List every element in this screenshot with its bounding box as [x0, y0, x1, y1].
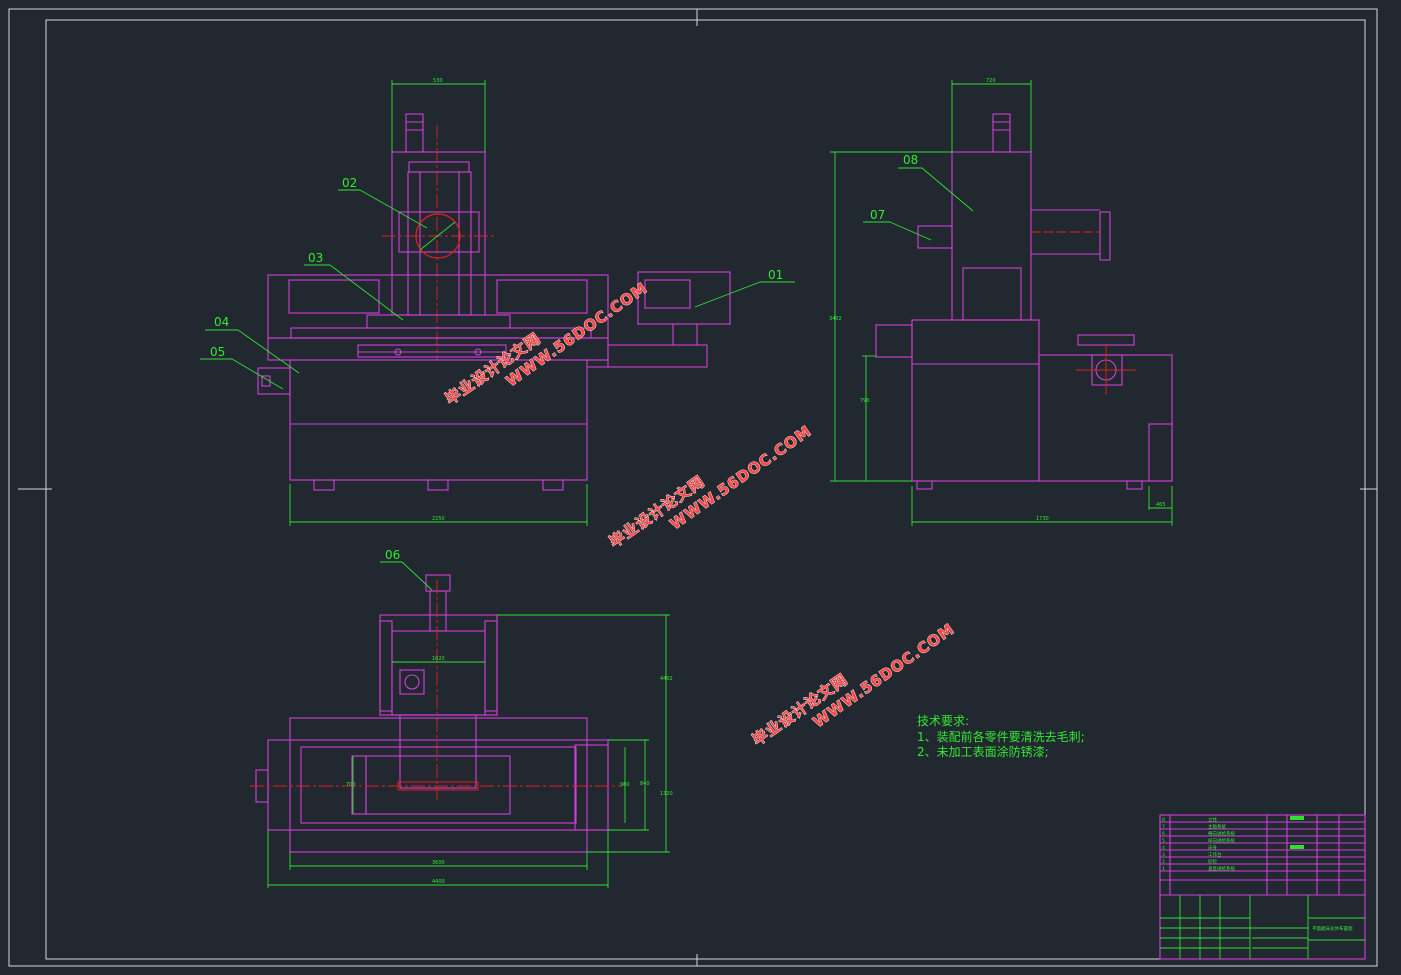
title-block-text: 立柱 主轴系统 横向进给系统 纵向进给系统 床身 工作台 砂轮 垂直进给系统 8… [1162, 816, 1353, 932]
watermark-1: 毕业设计论文网 WWW.56DOC.COM [442, 278, 652, 408]
label-03: 03 [308, 251, 323, 265]
tech-title: 技术要求: [917, 714, 969, 728]
dim-top-r2: 840 [640, 781, 650, 787]
tb-row-8: 立柱 [1208, 816, 1217, 823]
dim-top-r3: 980 [620, 782, 630, 788]
dim-top-inner: 1620 [432, 656, 445, 662]
label-05: 05 [210, 345, 225, 359]
dim-front-base: 2250 [432, 516, 445, 522]
label-04: 04 [214, 315, 229, 329]
tb-row-3: 工作台 [1208, 851, 1222, 858]
dim-side-top: 720 [986, 78, 996, 84]
label-07: 07 [870, 208, 885, 222]
tb-num-2: 2 [1162, 859, 1165, 865]
tb-drawing-title: 平面磨床总体布置图 [1312, 925, 1353, 932]
tb-row-7: 主轴系统 [1208, 823, 1226, 830]
tb-row-4: 床身 [1208, 844, 1217, 851]
tech-line-2: 2、未加工表面涂防锈漆; [917, 744, 1049, 759]
tb-row-6: 横向进给系统 [1208, 830, 1235, 837]
sheet-frame [8, 8, 1378, 967]
dim-side-small: 465 [1156, 502, 1166, 508]
tb-num-4: 4 [1162, 845, 1165, 851]
front-view [200, 80, 795, 526]
dim-top-base-inner: 3600 [432, 860, 445, 866]
tech-line-1: 1、装配前各零件要清洗去毛刺; [917, 729, 1085, 744]
label-02: 02 [342, 176, 357, 190]
label-08: 08 [903, 153, 918, 167]
label-01: 01 [768, 268, 783, 282]
technical-requirements: 技术要求: 1、装配前各零件要清洗去毛刺; 2、未加工表面涂防锈漆; [917, 714, 1085, 759]
tb-row-2: 砂轮 [1208, 858, 1217, 865]
tb-num-7: 7 [1162, 824, 1165, 830]
dim-side-base: 1730 [1036, 516, 1049, 522]
dim-top-height: 4402 [660, 676, 673, 682]
front-view-labels: 02 03 04 05 01 530 2250 [210, 78, 783, 522]
title-block [1159, 814, 1366, 960]
dim-front-top: 530 [433, 78, 443, 84]
dim-top-base-outer: 4400 [432, 879, 445, 885]
label-06: 06 [385, 548, 400, 562]
side-view [830, 80, 1173, 526]
top-view [250, 561, 670, 888]
top-view-labels: 06 1620 3600 4400 4402 1320 840 980 700 [346, 548, 673, 885]
tb-num-6: 6 [1162, 831, 1165, 837]
tb-row-1: 垂直进给系统 [1208, 865, 1235, 872]
tb-num-1: 1 [1162, 866, 1165, 872]
tb-num-8: 8 [1162, 817, 1165, 823]
side-view-labels: 08 07 720 3402 790 1730 465 [829, 78, 1166, 522]
tb-num-5: 5 [1162, 838, 1165, 844]
dim-side-lower: 790 [860, 398, 870, 404]
tb-row-5: 纵向进给系统 [1208, 837, 1235, 844]
tb-num-3: 3 [1162, 852, 1165, 858]
dim-top-left: 700 [346, 782, 356, 788]
dim-top-r1: 1320 [660, 791, 673, 797]
dim-side-height: 3402 [829, 316, 842, 322]
watermark-2: 毕业设计论文网 WWW.56DOC.COM [606, 421, 816, 551]
